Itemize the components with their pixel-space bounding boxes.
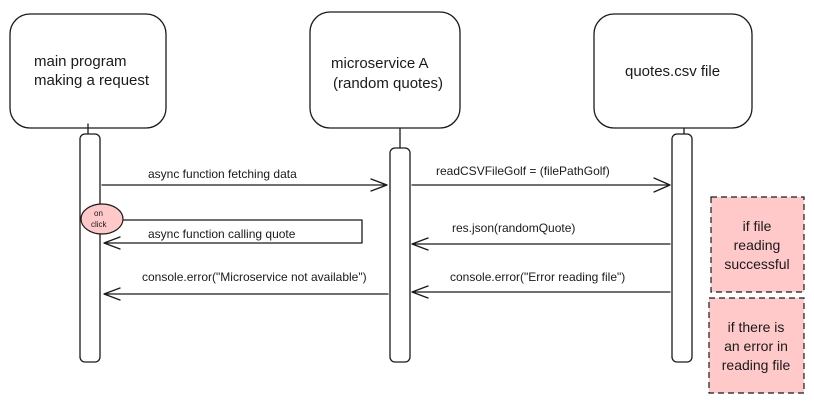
message-label: res.json(randomQuote)	[452, 221, 575, 235]
note-file-reading-successful: if file reading successful	[710, 196, 805, 293]
arrow-left	[411, 237, 671, 251]
participant-label: quotes.csv file	[625, 63, 720, 80]
note-line1: if file	[743, 218, 772, 234]
message-label: console.error("Error reading file")	[450, 270, 625, 284]
on-click-label-line2: click	[91, 220, 108, 229]
note-box	[710, 196, 805, 293]
participant-label-line2: (random quotes)	[333, 75, 443, 92]
on-click-circle	[80, 203, 124, 235]
participant-label-line1: microservice A	[331, 55, 429, 72]
arrow-right	[411, 177, 671, 193]
message-label: async function calling quote	[148, 227, 296, 241]
message-label: console.error("Microservice not availabl…	[142, 270, 367, 284]
participant-label-line1: main program	[34, 53, 127, 70]
participant-box	[309, 11, 461, 129]
participant-box	[593, 13, 753, 129]
note-line3: successful	[724, 256, 789, 272]
on-click-marker[interactable]: on click	[80, 203, 124, 235]
arrow-right	[101, 178, 388, 192]
message-fetching-data: async function fetching data	[101, 167, 388, 192]
note-line1: if there is	[728, 319, 785, 335]
note-line2: an error in	[724, 338, 788, 354]
participant-main-program[interactable]: main program making a request	[9, 13, 167, 129]
message-error-file: console.error("Error reading file")	[411, 270, 671, 299]
note-box	[708, 297, 805, 394]
return-arrow	[101, 219, 363, 250]
message-label: async function fetching data	[148, 167, 297, 181]
activation-bar-main	[79, 133, 101, 363]
arrow-left	[411, 285, 671, 299]
activation-bar-file	[671, 133, 693, 363]
participant-quotes-file[interactable]: quotes.csv file	[593, 13, 753, 129]
message-label: readCSVFileGolf = (filePathGolf)	[436, 164, 610, 178]
arrow-left	[103, 287, 389, 301]
participant-label-line2: making a request	[34, 72, 150, 89]
message-res-json: res.json(randomQuote)	[411, 221, 671, 251]
activation-bar-microservice	[389, 147, 411, 363]
note-line2: reading	[734, 237, 781, 253]
note-error-reading-file: if there is an error in reading file	[708, 297, 805, 394]
on-click-label-line1: on	[94, 209, 103, 218]
note-line3: reading file	[722, 357, 791, 373]
message-read-csv: readCSVFileGolf = (filePathGolf)	[411, 164, 671, 193]
participant-box	[9, 13, 167, 129]
message-error-microservice: console.error("Microservice not availabl…	[103, 270, 389, 301]
message-calling-quote: async function calling quote	[101, 219, 363, 250]
participant-microservice-a[interactable]: microservice A (random quotes)	[309, 11, 461, 129]
